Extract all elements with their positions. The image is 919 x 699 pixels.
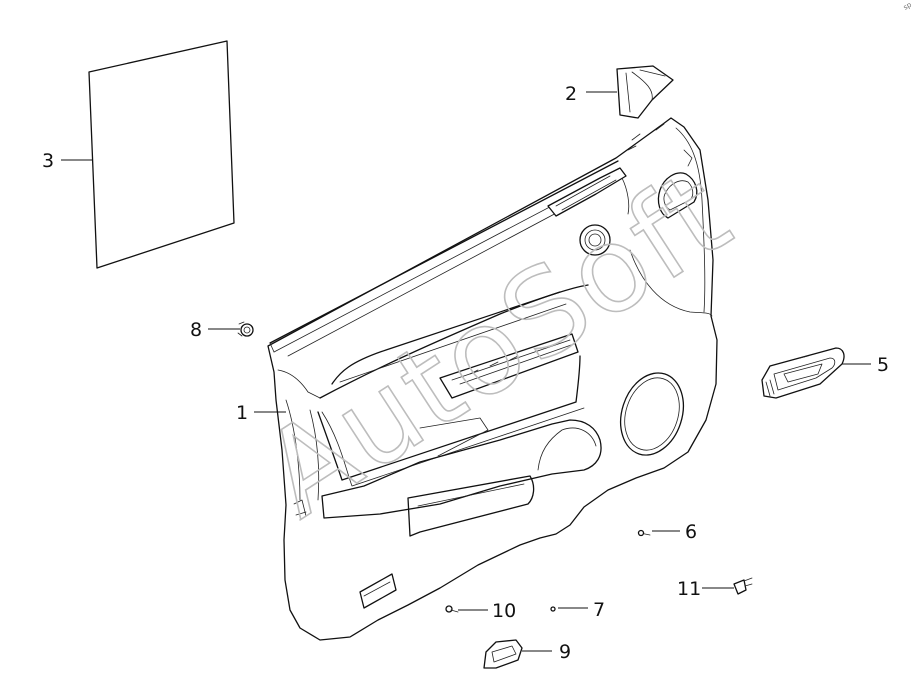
part-6-screw xyxy=(637,529,651,537)
callout-6: 6 xyxy=(685,521,697,543)
leader-lines xyxy=(61,91,871,652)
callout-8: 8 xyxy=(190,319,202,341)
callout-labels: 3 2 1 8 5 6 7 10 9 11 xyxy=(42,83,889,663)
part-7-screw xyxy=(550,606,556,612)
part-10-screw xyxy=(445,605,459,613)
callout-1: 1 xyxy=(236,402,248,424)
callout-11: 11 xyxy=(677,578,701,600)
part-9-bezel xyxy=(483,639,523,669)
callout-2: 2 xyxy=(565,83,577,105)
part-2-mirror-cover xyxy=(616,65,674,119)
part-3-water-shield xyxy=(88,40,235,269)
callout-9: 9 xyxy=(559,641,571,663)
part-1-door-trim-panel xyxy=(267,117,718,641)
callout-3: 3 xyxy=(42,150,54,172)
callout-10: 10 xyxy=(492,600,516,622)
corner-mark: sp xyxy=(902,0,913,11)
callout-5: 5 xyxy=(877,354,889,376)
callout-7: 7 xyxy=(593,599,605,621)
part-5-inner-handle xyxy=(761,347,845,399)
part-8-clip xyxy=(237,321,254,337)
part-11-clip xyxy=(733,577,753,595)
